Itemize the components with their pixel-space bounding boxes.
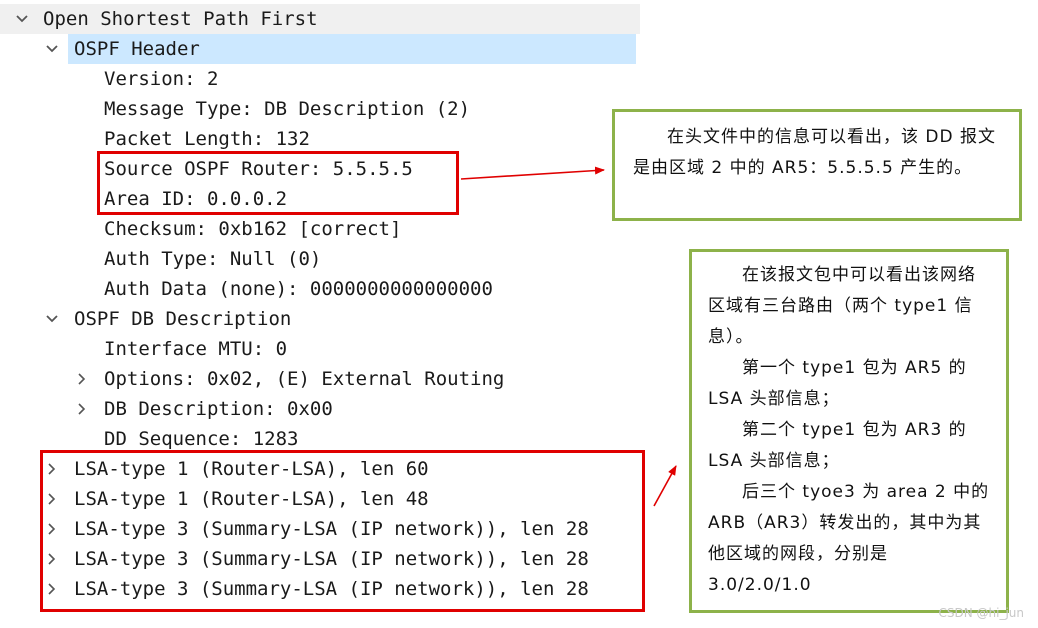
chevron-right-icon[interactable]: [44, 544, 60, 574]
tree-row-packet-length[interactable]: Packet Length: 132: [0, 124, 640, 154]
tree-row-auth-type[interactable]: Auth Type: Null (0): [0, 244, 640, 274]
tree-row-label: Version: 2: [104, 68, 219, 90]
tree-row-ospf[interactable]: Open Shortest Path First: [0, 4, 640, 34]
tree-row-label: Options: 0x02, (E) External Routing: [104, 368, 505, 390]
tree-row-label: Packet Length: 132: [104, 128, 310, 150]
annotation-note-text: 在头文件中的信息可以看出，该 DD 报文是由区域 2 中的 AR5：5.5.5.…: [633, 127, 996, 178]
annotation-note-header: 在头文件中的信息可以看出，该 DD 报文是由区域 2 中的 AR5：5.5.5.…: [612, 109, 1022, 221]
tree-row-message-type[interactable]: Message Type: DB Description (2): [0, 94, 640, 124]
lsa-headers-highlight-box: [40, 450, 645, 612]
annotation-note-text: 第一个 type1 包为 AR5 的 LSA 头部信息；: [708, 358, 967, 409]
tree-row-label: DD Sequence: 1283: [104, 428, 299, 450]
tree-row-label: LSA-type 3 (Summary-LSA (IP network)), l…: [74, 518, 589, 540]
tree-row-source-router[interactable]: Source OSPF Router: 5.5.5.5: [0, 154, 640, 184]
tree-row-label: DB Description: 0x00: [104, 398, 333, 420]
tree-row-interface-mtu[interactable]: Interface MTU: 0: [0, 334, 640, 364]
chevron-down-icon[interactable]: [44, 34, 60, 64]
tree-row-options[interactable]: Options: 0x02, (E) External Routing: [0, 364, 640, 394]
annotation-note-text: 第二个 type1 包为 AR3 的 LSA 头部信息；: [708, 420, 967, 471]
tree-row-db-description-section[interactable]: OSPF DB Description: [0, 304, 640, 334]
tree-row-area-id[interactable]: Area ID: 0.0.0.2: [0, 184, 640, 214]
chevron-right-icon[interactable]: [44, 574, 60, 604]
chevron-down-icon[interactable]: [44, 304, 60, 334]
chevron-right-icon[interactable]: [44, 454, 60, 484]
annotation-note-text: 在该报文包中可以看出该网络区域有三台路由（两个 type1 信息）。: [708, 265, 976, 347]
tree-row-db-description[interactable]: DB Description: 0x00: [0, 394, 640, 424]
packet-detail-tree: Open Shortest Path First OSPF Header Ver…: [0, 4, 640, 604]
tree-row-dd-sequence[interactable]: DD Sequence: 1283: [0, 424, 640, 454]
tree-row-ospf-header[interactable]: OSPF Header: [0, 34, 640, 64]
tree-row-lsa[interactable]: LSA-type 3 (Summary-LSA (IP network)), l…: [0, 544, 640, 574]
tree-row-version[interactable]: Version: 2: [0, 64, 640, 94]
tree-row-label: Auth Data (none): 0000000000000000: [104, 278, 493, 300]
tree-row-auth-data[interactable]: Auth Data (none): 0000000000000000: [0, 274, 640, 304]
tree-row-label: OSPF DB Description: [74, 308, 292, 330]
chevron-right-icon[interactable]: [44, 514, 60, 544]
tree-row-label: Message Type: DB Description (2): [104, 98, 471, 120]
source-router-highlight-box: [97, 151, 459, 215]
tree-row-label: Interface MTU: 0: [104, 338, 288, 360]
tree-row-label: Area ID: 0.0.0.2: [104, 188, 288, 210]
tree-row-label: Open Shortest Path First: [43, 8, 318, 30]
tree-row-lsa[interactable]: LSA-type 3 (Summary-LSA (IP network)), l…: [0, 574, 640, 604]
annotation-note-text: 后三个 tyoe3 为 area 2 中的 ARB（AR3）转发出的，其中为其他…: [708, 482, 990, 595]
chevron-down-icon[interactable]: [14, 4, 30, 34]
watermark: CSDN @hi_jun: [938, 606, 1024, 620]
chevron-right-icon[interactable]: [44, 484, 60, 514]
chevron-right-icon[interactable]: [74, 394, 90, 424]
annotation-note-lsa: 在该报文包中可以看出该网络区域有三台路由（两个 type1 信息）。 第一个 t…: [689, 249, 1009, 613]
tree-row-lsa[interactable]: LSA-type 3 (Summary-LSA (IP network)), l…: [0, 514, 640, 544]
tree-row-lsa[interactable]: LSA-type 1 (Router-LSA), len 60: [0, 454, 640, 484]
tree-row-checksum[interactable]: Checksum: 0xb162 [correct]: [0, 214, 640, 244]
tree-row-label: OSPF Header: [74, 38, 200, 60]
tree-row-label: Checksum: 0xb162 [correct]: [104, 218, 402, 240]
tree-row-lsa[interactable]: LSA-type 1 (Router-LSA), len 48: [0, 484, 640, 514]
tree-row-label: LSA-type 3 (Summary-LSA (IP network)), l…: [74, 548, 589, 570]
tree-row-label: LSA-type 1 (Router-LSA), len 48: [74, 488, 429, 510]
arrow-to-note2: [653, 465, 677, 507]
tree-row-label: Source OSPF Router: 5.5.5.5: [104, 158, 413, 180]
tree-row-label: Auth Type: Null (0): [104, 248, 322, 270]
tree-row-label: LSA-type 1 (Router-LSA), len 60: [74, 458, 429, 480]
chevron-right-icon[interactable]: [74, 364, 90, 394]
tree-row-label: LSA-type 3 (Summary-LSA (IP network)), l…: [74, 578, 589, 600]
